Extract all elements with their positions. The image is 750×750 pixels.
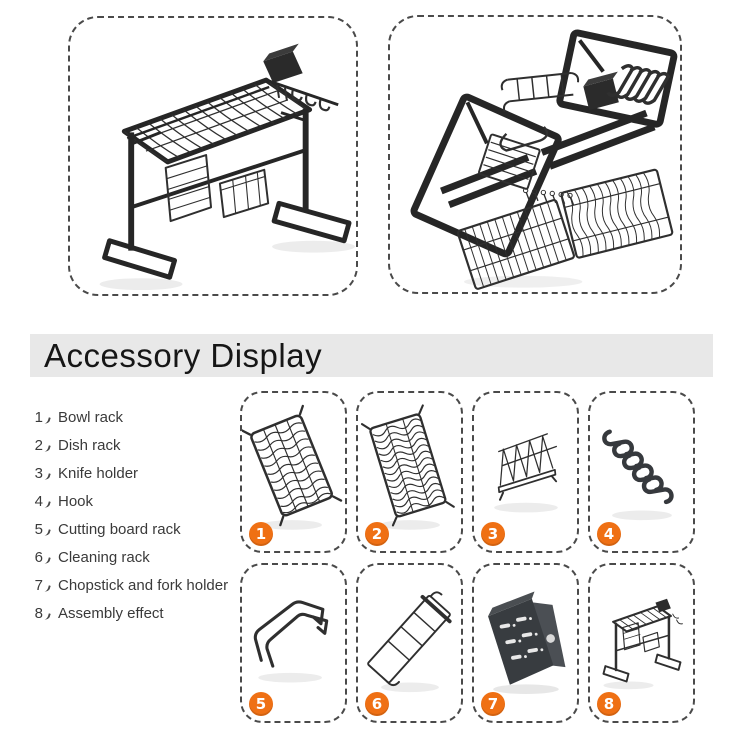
item-number-badge: 8 (597, 692, 621, 716)
list-item-label: Bowl rack (58, 408, 124, 426)
accessory-cell-assembly-effect: 8 (588, 563, 695, 723)
enumeration-comma (44, 583, 51, 593)
item-number-badge: 1 (249, 522, 273, 546)
chopstick-fork-holder-image (488, 591, 566, 695)
list-item-number: 7 (34, 576, 43, 594)
list-item: 7 Chopstick and fork holder (34, 571, 244, 599)
accessory-grid-row-2: 5 6 (240, 563, 695, 723)
list-item-number: 5 (34, 520, 43, 538)
enumeration-comma (44, 611, 51, 621)
list-item-label: Dish rack (58, 436, 121, 454)
disassembled-parts-image (410, 29, 678, 290)
accessory-cell-cleaning-rack: 6 (356, 563, 463, 723)
accessory-cell-chopstick-fork-holder: 7 (472, 563, 579, 723)
enumeration-comma (44, 415, 51, 425)
accessory-cell-bowl-rack: 1 (240, 391, 347, 553)
item-number-badge: 3 (481, 522, 505, 546)
knife-holder-image (494, 433, 558, 513)
list-item-number: 1 (34, 408, 43, 426)
list-item: 3 Knife holder (34, 459, 244, 487)
parts-box (388, 15, 682, 294)
accessory-grid-row-1: 1 2 (240, 391, 695, 553)
enumeration-comma (44, 471, 51, 481)
enumeration-comma (44, 555, 51, 565)
list-item-number: 6 (34, 548, 43, 566)
item-number-badge: 6 (365, 692, 389, 716)
item-number-badge: 2 (365, 522, 389, 546)
list-item-label: Assembly effect (58, 604, 164, 622)
enumeration-comma (44, 527, 51, 537)
item-number-badge: 5 (249, 692, 273, 716)
list-item-label: Cutting board rack (58, 520, 181, 538)
list-item-label: Chopstick and fork holder (58, 576, 229, 594)
list-item: 4 Hook (34, 487, 244, 515)
cutting-board-rack-image (253, 600, 329, 683)
assembled-rack-box (68, 16, 358, 296)
enumeration-comma (44, 499, 51, 509)
list-item: 8 Assembly effect (34, 599, 244, 627)
list-item: 1 Bowl rack (34, 403, 244, 431)
list-item-label: Knife holder (58, 464, 139, 482)
accessory-cell-cutting-board-rack: 5 (240, 563, 347, 723)
hook-image (602, 429, 674, 521)
accessory-cell-hook: 4 (588, 391, 695, 553)
list-item-number: 2 (34, 436, 43, 454)
accessory-cell-knife-holder: 3 (472, 391, 579, 553)
assembly-effect-image (602, 598, 683, 690)
page-title: Accessory Display (44, 336, 323, 374)
list-item-label: Hook (58, 492, 94, 510)
enumeration-comma (44, 443, 51, 453)
assembled-dish-rack-image (99, 43, 355, 291)
list-item-number: 8 (34, 604, 43, 622)
list-item: 2 Dish rack (34, 431, 244, 459)
list-item: 6 Cleaning rack (34, 543, 244, 571)
accessory-cell-dish-rack: 2 (356, 391, 463, 553)
list-item: 5 Cutting board rack (34, 515, 244, 543)
item-number-badge: 7 (481, 692, 505, 716)
list-item-number: 4 (34, 492, 43, 510)
accessory-list: 1 Bowl rack 2 Dish rack 3 Knife holder 4 Hoo… (34, 403, 244, 627)
item-number-badge: 4 (597, 522, 621, 546)
section-header: Accessory Display (30, 334, 713, 377)
list-item-label: Cleaning rack (58, 548, 150, 566)
bowl-rack-image (242, 404, 343, 530)
list-item-number: 3 (34, 464, 43, 482)
cleaning-rack-image (367, 591, 452, 693)
dish-rack-image (360, 404, 455, 530)
